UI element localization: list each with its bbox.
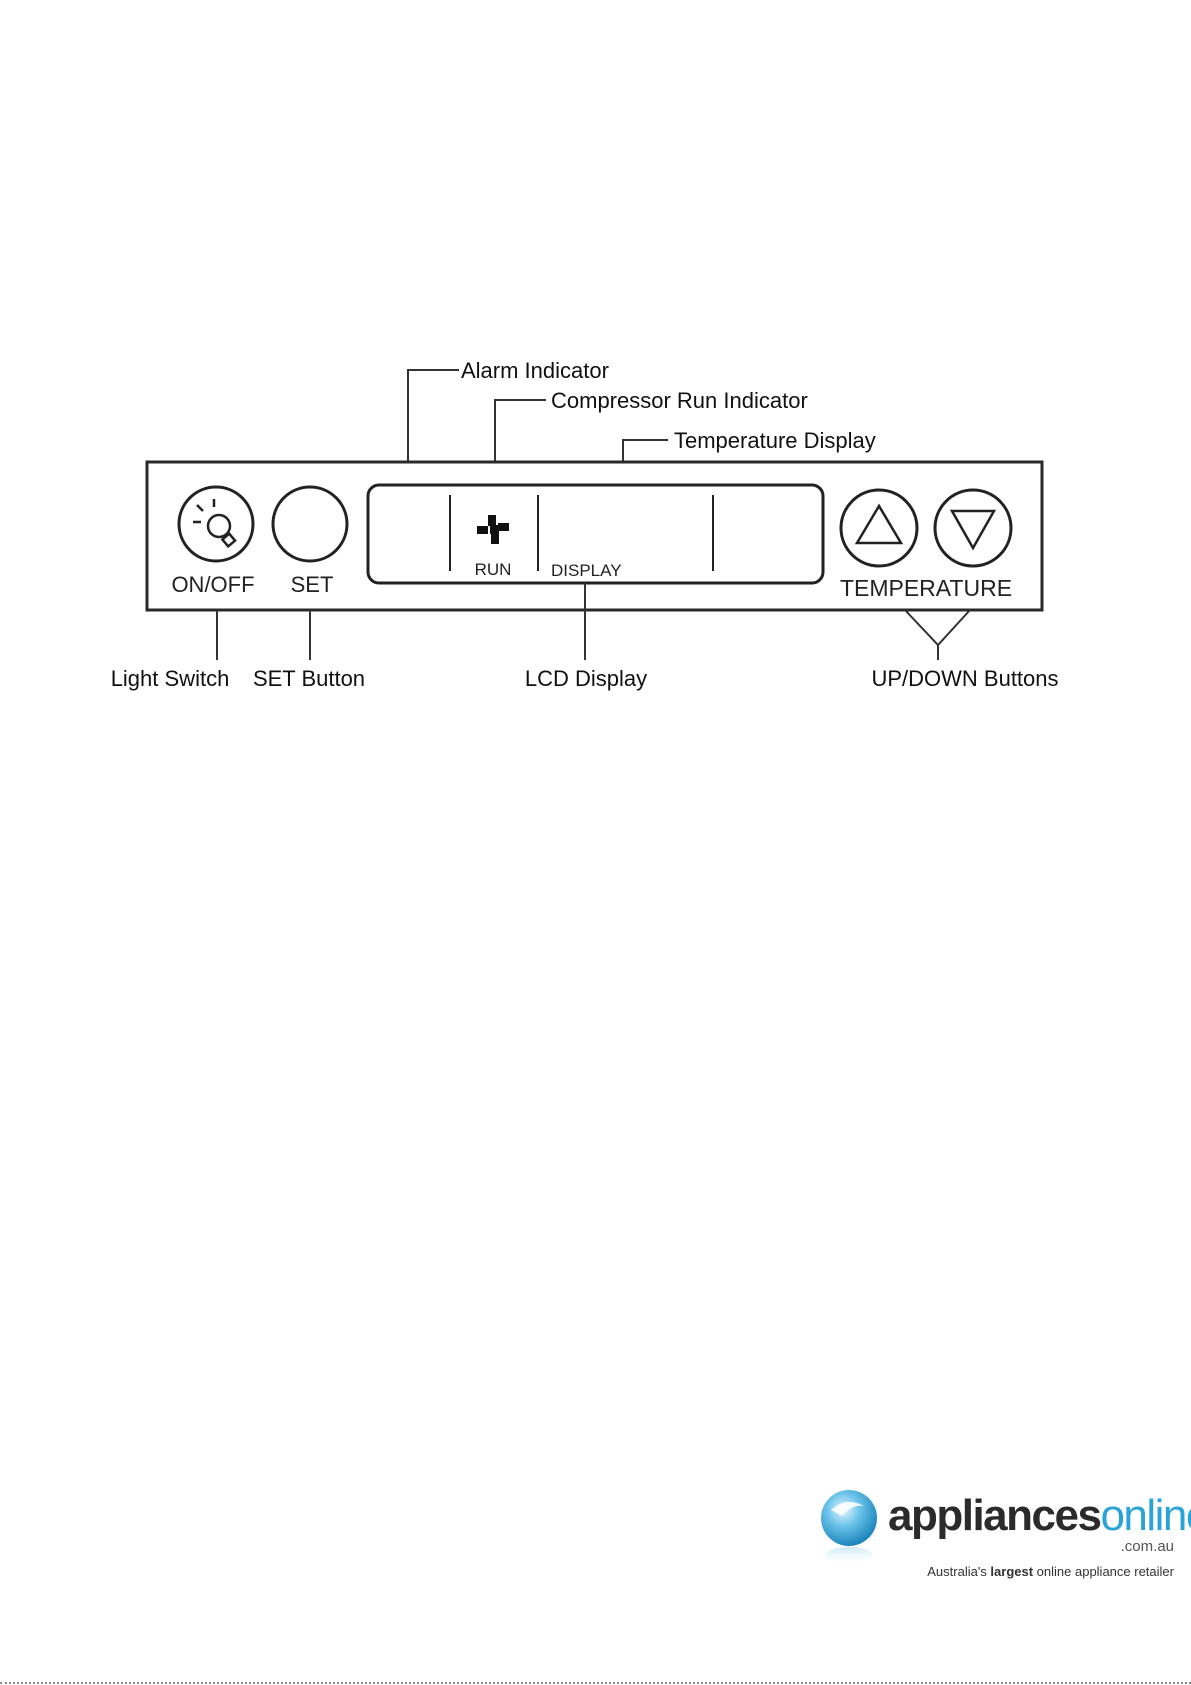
lcd-display-label: LCD Display — [525, 666, 647, 691]
logo-word-light: online — [1100, 1491, 1191, 1540]
run-label: RUN — [475, 560, 512, 579]
light-switch-label: Light Switch — [111, 666, 230, 691]
globe-icon — [818, 1488, 882, 1568]
display-label: DISPLAY — [551, 561, 622, 580]
up-down-buttons-label: UP/DOWN Buttons — [871, 666, 1058, 691]
logo-wordmark: appliancesonline — [888, 1494, 1191, 1538]
alarm-indicator-label: Alarm Indicator — [461, 358, 609, 383]
appliancesonline-logo: appliancesonline .com.au Australia's lar… — [818, 1488, 1180, 1588]
set-button-label: SET Button — [253, 666, 365, 691]
temperature-label: TEMPERATURE — [840, 575, 1012, 601]
logo-tagline: Australia's largest online appliance ret… — [927, 1564, 1174, 1579]
on-off-label: ON/OFF — [171, 572, 254, 597]
compressor-run-indicator-label: Compressor Run Indicator — [551, 388, 808, 413]
light-switch-button[interactable] — [179, 487, 253, 561]
temperature-up-button[interactable] — [841, 490, 917, 566]
set-button-callout: SET Button — [253, 610, 365, 691]
tagline-suffix: online appliance retailer — [1033, 1564, 1174, 1579]
tagline-bold: largest — [990, 1564, 1033, 1579]
set-label: SET — [291, 572, 334, 597]
temperature-down-button[interactable] — [935, 490, 1011, 566]
light-switch-callout: Light Switch — [111, 610, 230, 691]
tagline-prefix: Australia's — [927, 1564, 990, 1579]
set-button[interactable] — [273, 487, 347, 561]
page-bottom-rule — [0, 1682, 1191, 1684]
logo-domain: .com.au — [1121, 1538, 1174, 1555]
up-down-buttons-callout: UP/DOWN Buttons — [871, 610, 1058, 691]
logo-word-bold: appliances — [888, 1491, 1100, 1540]
temperature-display-label: Temperature Display — [674, 428, 876, 453]
